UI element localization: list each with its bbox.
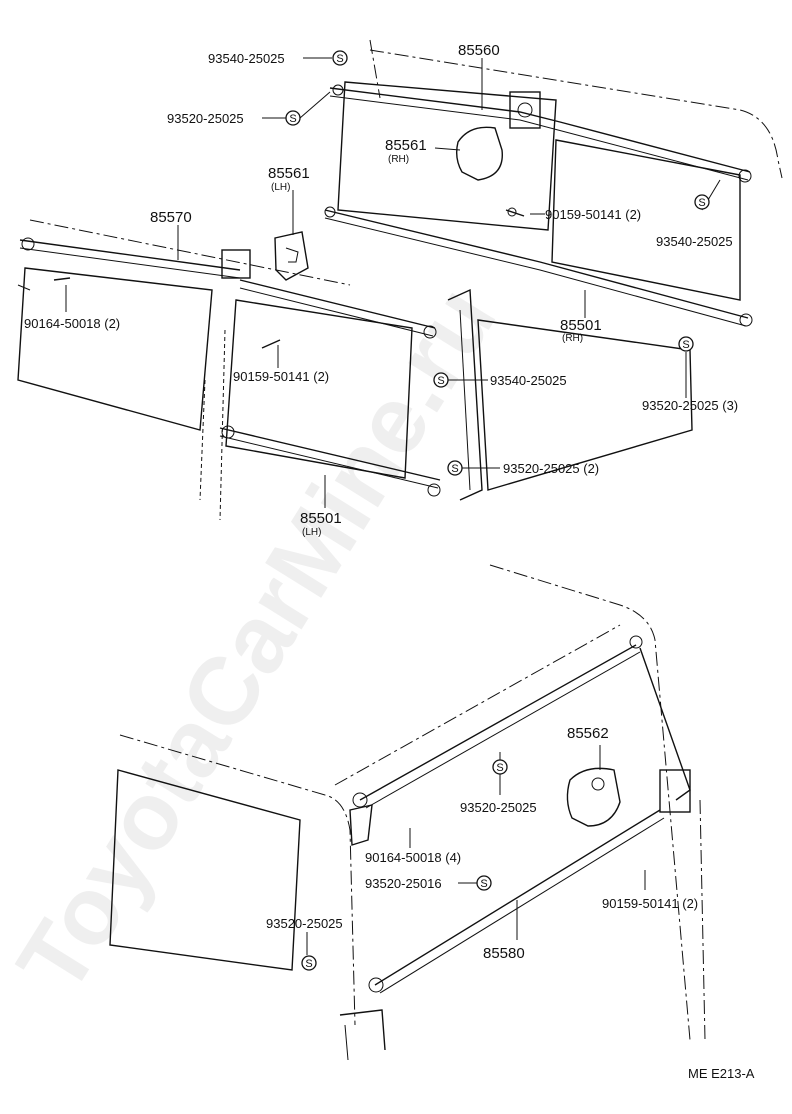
label-85561-rh-side: (RH) [388, 154, 409, 165]
label-85570: 85570 [150, 209, 192, 226]
rear-glass-upper [337, 81, 557, 231]
svg-text:S: S [336, 53, 343, 65]
label-93540-25025-mid: 93540-25025 [490, 373, 567, 388]
side-glass-center [225, 299, 413, 479]
label-85561-lh-side: (LH) [271, 182, 290, 193]
label-85561-rh: 85561 [385, 137, 427, 154]
clip-icon: S [492, 759, 508, 775]
clip-icon: S [694, 194, 710, 210]
svg-text:S: S [451, 463, 458, 475]
bracket [349, 804, 373, 846]
clip-icon: S [332, 50, 348, 66]
label-90159-50141-rear: 90159-50141 (2) [602, 896, 698, 911]
wiper-link-85501-rh[interactable] [324, 206, 753, 327]
rear-glass-right [551, 139, 741, 301]
svg-text:S: S [305, 958, 312, 970]
label-85501-lh-side: (LH) [302, 527, 321, 538]
svg-text:S: S [480, 878, 487, 890]
lower-body-outline [109, 564, 706, 1061]
label-93520-25025-3: 93520-25025 (3) [642, 398, 738, 413]
svg-text:S: S [289, 113, 296, 125]
label-85580: 85580 [483, 945, 525, 962]
wiper-link-85570[interactable] [19, 237, 251, 279]
clip-icon: S [678, 336, 694, 352]
clip-icon: S [447, 460, 463, 476]
label-90164-50018-left: 90164-50018 (2) [24, 316, 120, 331]
wiper-link-85560[interactable] [329, 84, 752, 183]
motor-cover-lh[interactable] [274, 231, 309, 281]
rear-side-glass [109, 769, 301, 971]
rear-motor-cover[interactable] [566, 767, 621, 827]
label-85501-rh-side: (RH) [562, 333, 583, 344]
bolt-icon [53, 207, 525, 349]
footer-code: ME E213-A [688, 1066, 755, 1081]
rear-wiper-link-lower[interactable] [368, 769, 691, 994]
label-93520-25025-rear: 93520-25025 [460, 800, 537, 815]
svg-text:S: S [698, 197, 705, 209]
wiper-link-mid[interactable] [239, 279, 437, 339]
label-93520-25025-rear-low: 93520-25025 [266, 916, 343, 931]
clip-symbols: S S S S S S S S S [285, 50, 710, 971]
svg-text:S: S [496, 762, 503, 774]
clip-icon: S [301, 955, 317, 971]
clip-icon: S [285, 110, 301, 126]
upper-body-outline [17, 39, 783, 521]
label-93520-25016: 93520-25016 [365, 876, 442, 891]
label-85501-rh: 85501 [560, 317, 602, 334]
label-85560: 85560 [458, 42, 500, 59]
label-85561-lh: 85561 [268, 165, 310, 182]
label-93520-25025-2: 93520-25025 (2) [503, 461, 599, 476]
label-93520-25025-top: 93520-25025 [167, 111, 244, 126]
label-90164-50018-rear: 90164-50018 (4) [365, 850, 461, 865]
leader-lines [65, 57, 721, 955]
label-90159-50141-top: 90159-50141 (2) [545, 207, 641, 222]
side-glass-left [17, 267, 213, 431]
clip-icon: S [433, 372, 449, 388]
rear-wiper-link-upper[interactable] [352, 635, 691, 809]
clip-icon: S [476, 875, 492, 891]
label-90159-50141-mid: 90159-50141 (2) [233, 369, 329, 384]
wiper-link-85501-lh[interactable] [219, 425, 441, 497]
label-93540-25025-right: 93540-25025 [656, 234, 733, 249]
svg-text:S: S [437, 375, 444, 387]
motor-cover-rh[interactable] [455, 126, 503, 181]
label-85501-lh: 85501 [300, 510, 342, 527]
svg-text:S: S [682, 339, 689, 351]
label-85562: 85562 [567, 725, 609, 742]
label-93540-25025-top: 93540-25025 [208, 51, 285, 66]
